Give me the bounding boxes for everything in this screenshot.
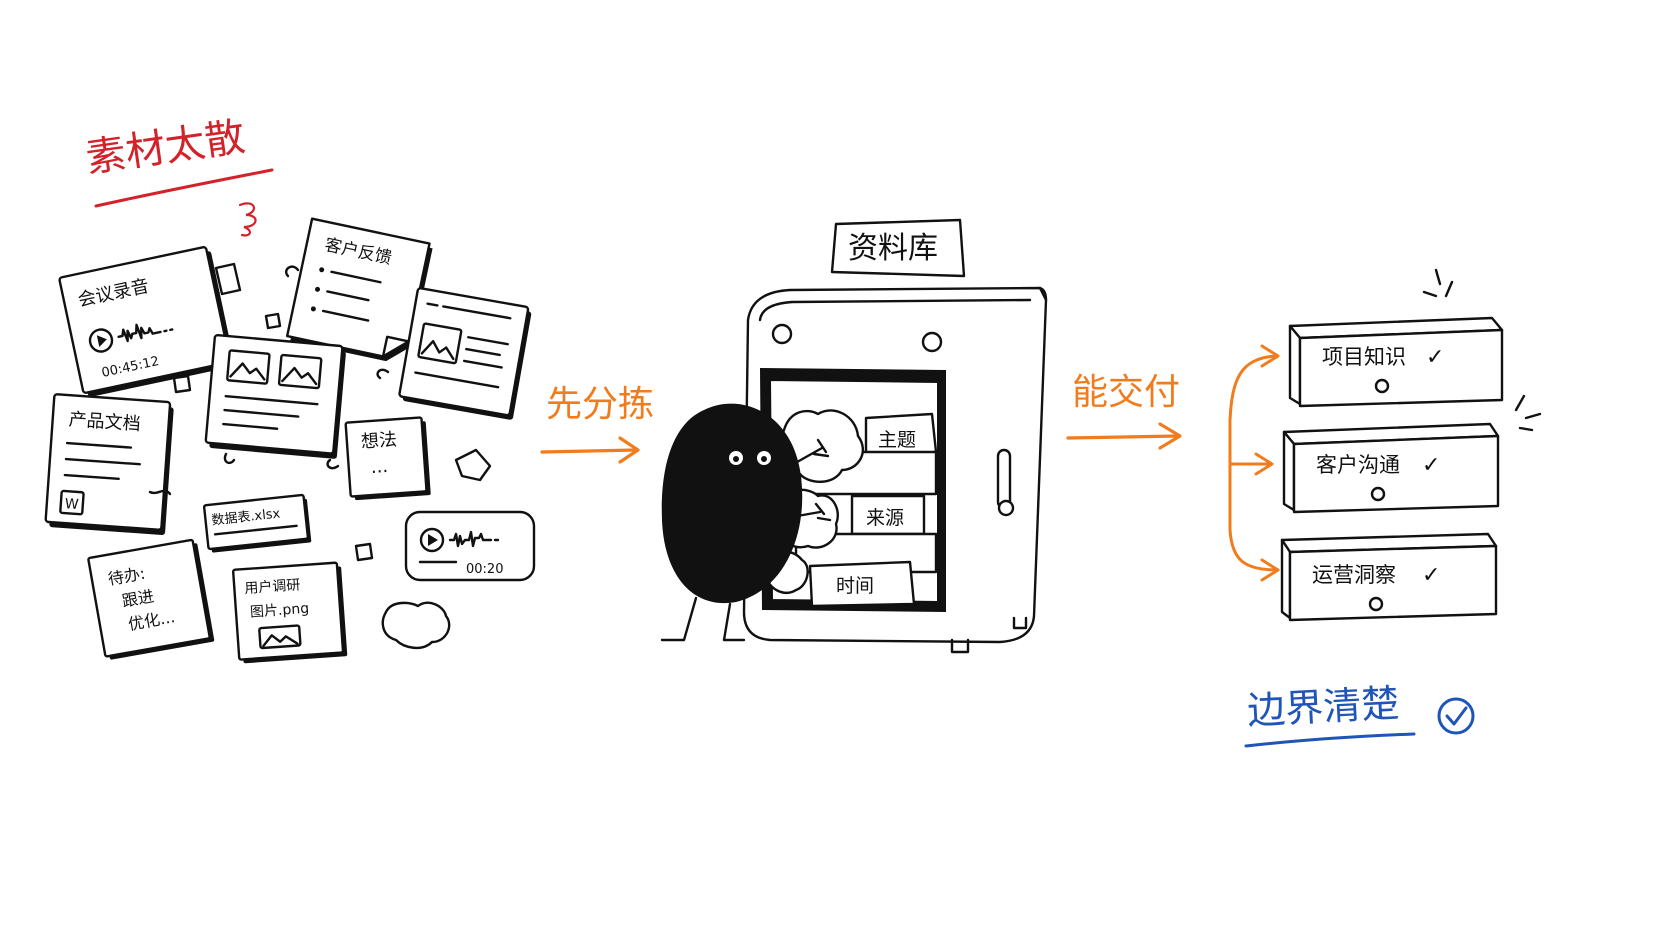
result-group: 边界清楚 [1244, 681, 1475, 748]
audio-clip-time: 00:20 [466, 562, 503, 577]
scattered-title-underline [94, 168, 274, 208]
webpage-card [398, 287, 532, 420]
cabinet-sign [830, 218, 966, 278]
cabinet-sign-label: 资料库 [848, 231, 938, 266]
output-label-project-knowledge: 项目知识 [1322, 345, 1406, 369]
drawer-time-label: 时间 [836, 575, 874, 597]
play-icon [419, 527, 445, 553]
check-icon: ✓ [1422, 563, 1440, 588]
result-underline [1244, 732, 1416, 748]
todo-note-card: 待办: 跟进 优化... [87, 538, 215, 660]
drawer-knob [1370, 486, 1386, 502]
scattered-title-group: 素材太散 [83, 114, 274, 237]
play-glyph [96, 335, 107, 348]
cabinet-bolt [771, 323, 793, 345]
output-drawer-operations-insight[interactable]: 运营洞察 ✓ [1280, 532, 1498, 622]
audio-clip-card: 00:20 [404, 510, 536, 582]
sort-step-label: 先分拣 [546, 384, 654, 425]
waveform-icon [117, 323, 174, 343]
research-line-2: 图片.png [250, 601, 310, 621]
paper-scraps [148, 262, 492, 650]
deliver-step: 能交付 [1066, 372, 1182, 450]
mascot-character [660, 403, 832, 642]
waveform-icon [448, 530, 500, 548]
scattered-title: 素材太散 [83, 114, 248, 182]
product-doc-card: 产品文档 W [44, 393, 174, 535]
sort-step: 先分拣 [540, 384, 654, 464]
image-icon [417, 322, 463, 365]
play-icon [88, 328, 114, 353]
output-label-operations-insight: 运营洞察 [1312, 563, 1396, 587]
drawer-time[interactable]: 时间 [808, 560, 916, 608]
output-label-customer-communication: 客户沟通 [1316, 453, 1400, 477]
arrow-icon [1260, 558, 1280, 582]
drawer-source-label: 来源 [866, 507, 904, 529]
scribble-icon [238, 202, 257, 237]
word-badge: W [64, 496, 79, 513]
check-circle-icon [1437, 697, 1475, 735]
spreadsheet-label: 数据表.xlsx [211, 506, 281, 528]
meeting-recording-card: 会议录音 00:45:12 [58, 246, 235, 397]
check-icon: ✓ [1422, 453, 1440, 478]
crumpled-paper [381, 601, 451, 650]
image-icon [277, 353, 323, 390]
idea-note-card: 想法 ... [344, 416, 431, 501]
drawer-knob [1368, 596, 1384, 612]
customer-feedback-card: 客户反馈 [285, 217, 433, 362]
image-icon [258, 624, 302, 650]
research-image-card: 用户调研 图片.png [231, 561, 348, 664]
library-cabinet: 资料库 主题 来源 时间 [742, 218, 1048, 654]
deliver-step-label: 能交付 [1072, 372, 1180, 413]
image-board-card [204, 334, 346, 459]
word-icon [59, 489, 85, 516]
arrow-icon [1066, 434, 1180, 440]
idea-note-dots: ... [370, 456, 389, 478]
research-line-1: 用户调研 [244, 576, 301, 597]
output-drawer-project-knowledge[interactable]: 项目知识 ✓ [1288, 316, 1504, 408]
arrow-icon [1260, 344, 1280, 368]
result-label: 边界清楚 [1246, 681, 1400, 733]
cabinet-bolt [921, 331, 943, 353]
spreadsheet-card: 数据表.xlsx [202, 493, 312, 553]
drawer-topic-label: 主题 [878, 429, 916, 451]
sparkle-marks [1422, 268, 1542, 432]
arrow-icon [540, 448, 638, 454]
arrow-icon [1254, 452, 1274, 476]
product-doc-label: 产品文档 [68, 409, 141, 435]
output-drawer-customer-communication[interactable]: 客户沟通 ✓ [1282, 422, 1500, 514]
image-icon [226, 349, 271, 385]
idea-note-label: 想法 [360, 429, 397, 452]
check-icon: ✓ [1426, 345, 1444, 370]
drawer-knob [1374, 378, 1390, 394]
branch-arrows [1228, 344, 1280, 582]
